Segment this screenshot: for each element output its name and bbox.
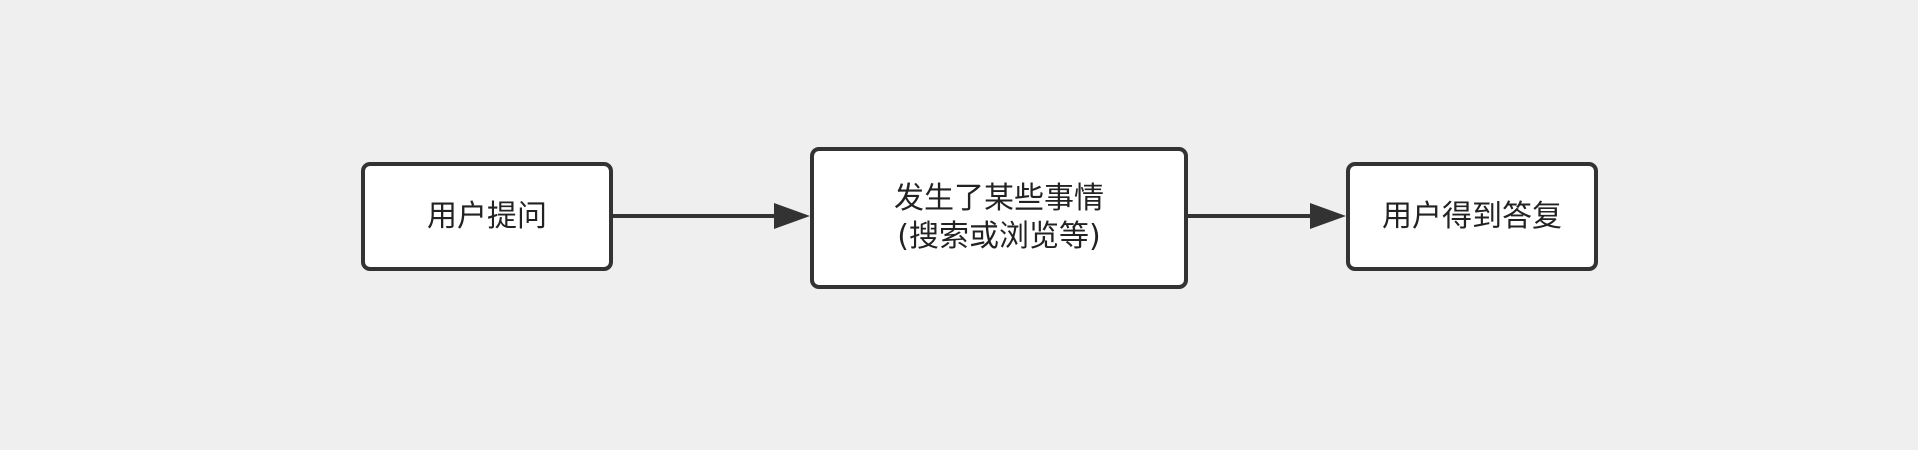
node-user-asks-label: 用户提问 bbox=[427, 198, 547, 234]
node-user-gets-answer: 用户得到答复 bbox=[1346, 162, 1598, 271]
node-something-happens-line-2: (搜索或浏览等) bbox=[897, 219, 1101, 254]
node-something-happens: 发生了某些事情 (搜索或浏览等) bbox=[810, 147, 1188, 289]
arrowhead-ask-to-process bbox=[774, 203, 810, 229]
node-something-happens-line-1: 发生了某些事情 bbox=[894, 181, 1104, 216]
arrowhead-process-to-answer bbox=[1310, 203, 1346, 229]
node-user-asks: 用户提问 bbox=[361, 162, 613, 271]
node-user-gets-answer-label: 用户得到答复 bbox=[1382, 198, 1562, 234]
